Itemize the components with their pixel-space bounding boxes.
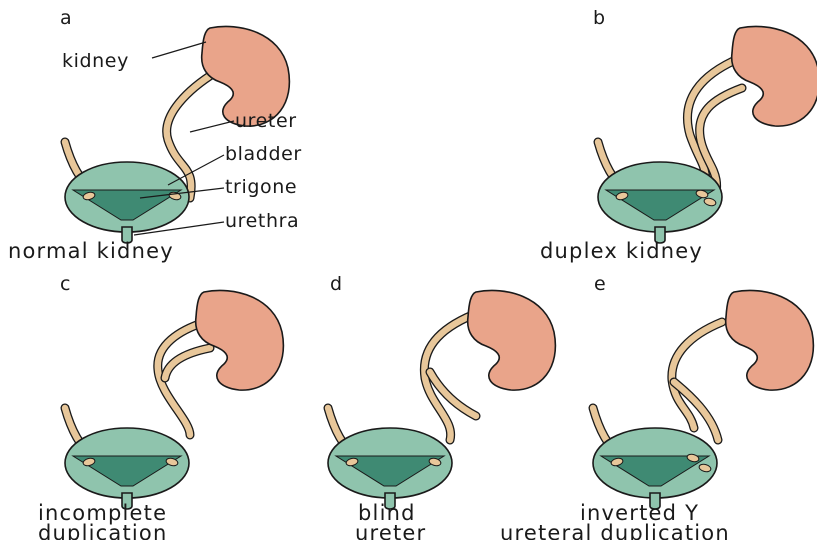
- label-bladder: bladder: [225, 143, 302, 165]
- bladder: [65, 142, 189, 243]
- kidney: [468, 290, 556, 390]
- bladder: [65, 408, 189, 509]
- panel-letter: e: [594, 273, 606, 295]
- panel-letter: c: [60, 273, 70, 295]
- label-ureter: ureter: [235, 110, 297, 132]
- label-trigone: trigone: [225, 176, 297, 198]
- panel-caption: duplex kidney: [540, 239, 703, 263]
- panel-b: b duplex kidney: [540, 7, 817, 263]
- kidney: [732, 26, 817, 126]
- panel-d: d blind ureter: [328, 273, 555, 540]
- panel-letter: b: [593, 7, 605, 29]
- panel-e: e inverted Y ureteral duplication: [500, 273, 813, 540]
- bladder: [328, 408, 452, 509]
- panel-c: c incomplete duplication: [38, 273, 283, 540]
- kidney: [196, 290, 284, 390]
- bladder: [593, 408, 717, 509]
- ureter-pair: [672, 322, 722, 440]
- panel-caption-line-2: duplication: [38, 521, 167, 540]
- panel-letter: a: [60, 7, 72, 29]
- panel-a: a kidney ureter bladder trigone urethra …: [8, 7, 302, 263]
- leader-ureter: [190, 121, 234, 132]
- kidney: [726, 290, 814, 390]
- leader-kidney: [152, 42, 206, 58]
- label-urethra: urethra: [225, 210, 299, 232]
- panel-letter: d: [330, 273, 342, 295]
- panel-caption-line-2: ureter: [355, 521, 426, 540]
- label-kidney: kidney: [62, 50, 129, 72]
- panel-caption-line-2: ureteral duplication: [500, 521, 730, 540]
- panel-caption: normal kidney: [8, 239, 174, 263]
